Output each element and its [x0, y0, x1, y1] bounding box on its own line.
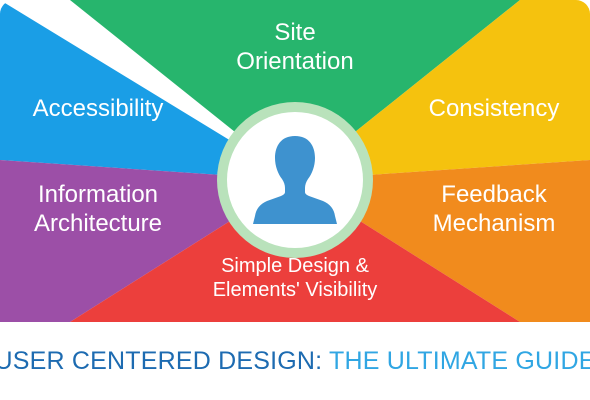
label-line: Feedback [441, 181, 547, 208]
segment-site-orientation [70, 0, 520, 180]
footer-title: USER CENTERED DESIGN: THE ULTIMATE GUIDE [0, 347, 590, 376]
label-line: Orientation [236, 48, 354, 76]
segment-consistency [295, 0, 590, 180]
label-line: Information [37, 181, 159, 208]
label-accessibility: Accessibility [8, 94, 188, 123]
label-simple-design: Simple Design & Elements' Visibility [180, 254, 410, 303]
label-information-architecture: Information Architecture [8, 180, 188, 239]
ucd-diagram: Site Orientation Accessibility Consisten… [0, 0, 590, 322]
label-line: Simple Design & [221, 255, 369, 277]
label-consistency: Consistency [404, 94, 584, 123]
label-line: Accessibility [32, 95, 164, 122]
center-badge [215, 100, 375, 260]
label-feedback-mechanism: Feedback Mechanism [404, 180, 584, 239]
label-line: Mechanism [432, 210, 556, 238]
footer-banner: USER CENTERED DESIGN: THE ULTIMATE GUIDE [0, 322, 590, 400]
label-line: Site [274, 19, 316, 46]
user-icon [217, 102, 373, 258]
footer-title-accent: THE ULTIMATE GUIDE [329, 346, 590, 375]
label-site-orientation: Site Orientation [205, 18, 385, 77]
user-silhouette [253, 136, 337, 224]
label-line: Elements' Visibility [212, 279, 378, 302]
label-line: Consistency [428, 95, 560, 122]
label-line: Architecture [33, 210, 163, 238]
footer-title-main: USER CENTERED DESIGN: [0, 346, 323, 375]
segment-accessibility [0, 0, 295, 180]
